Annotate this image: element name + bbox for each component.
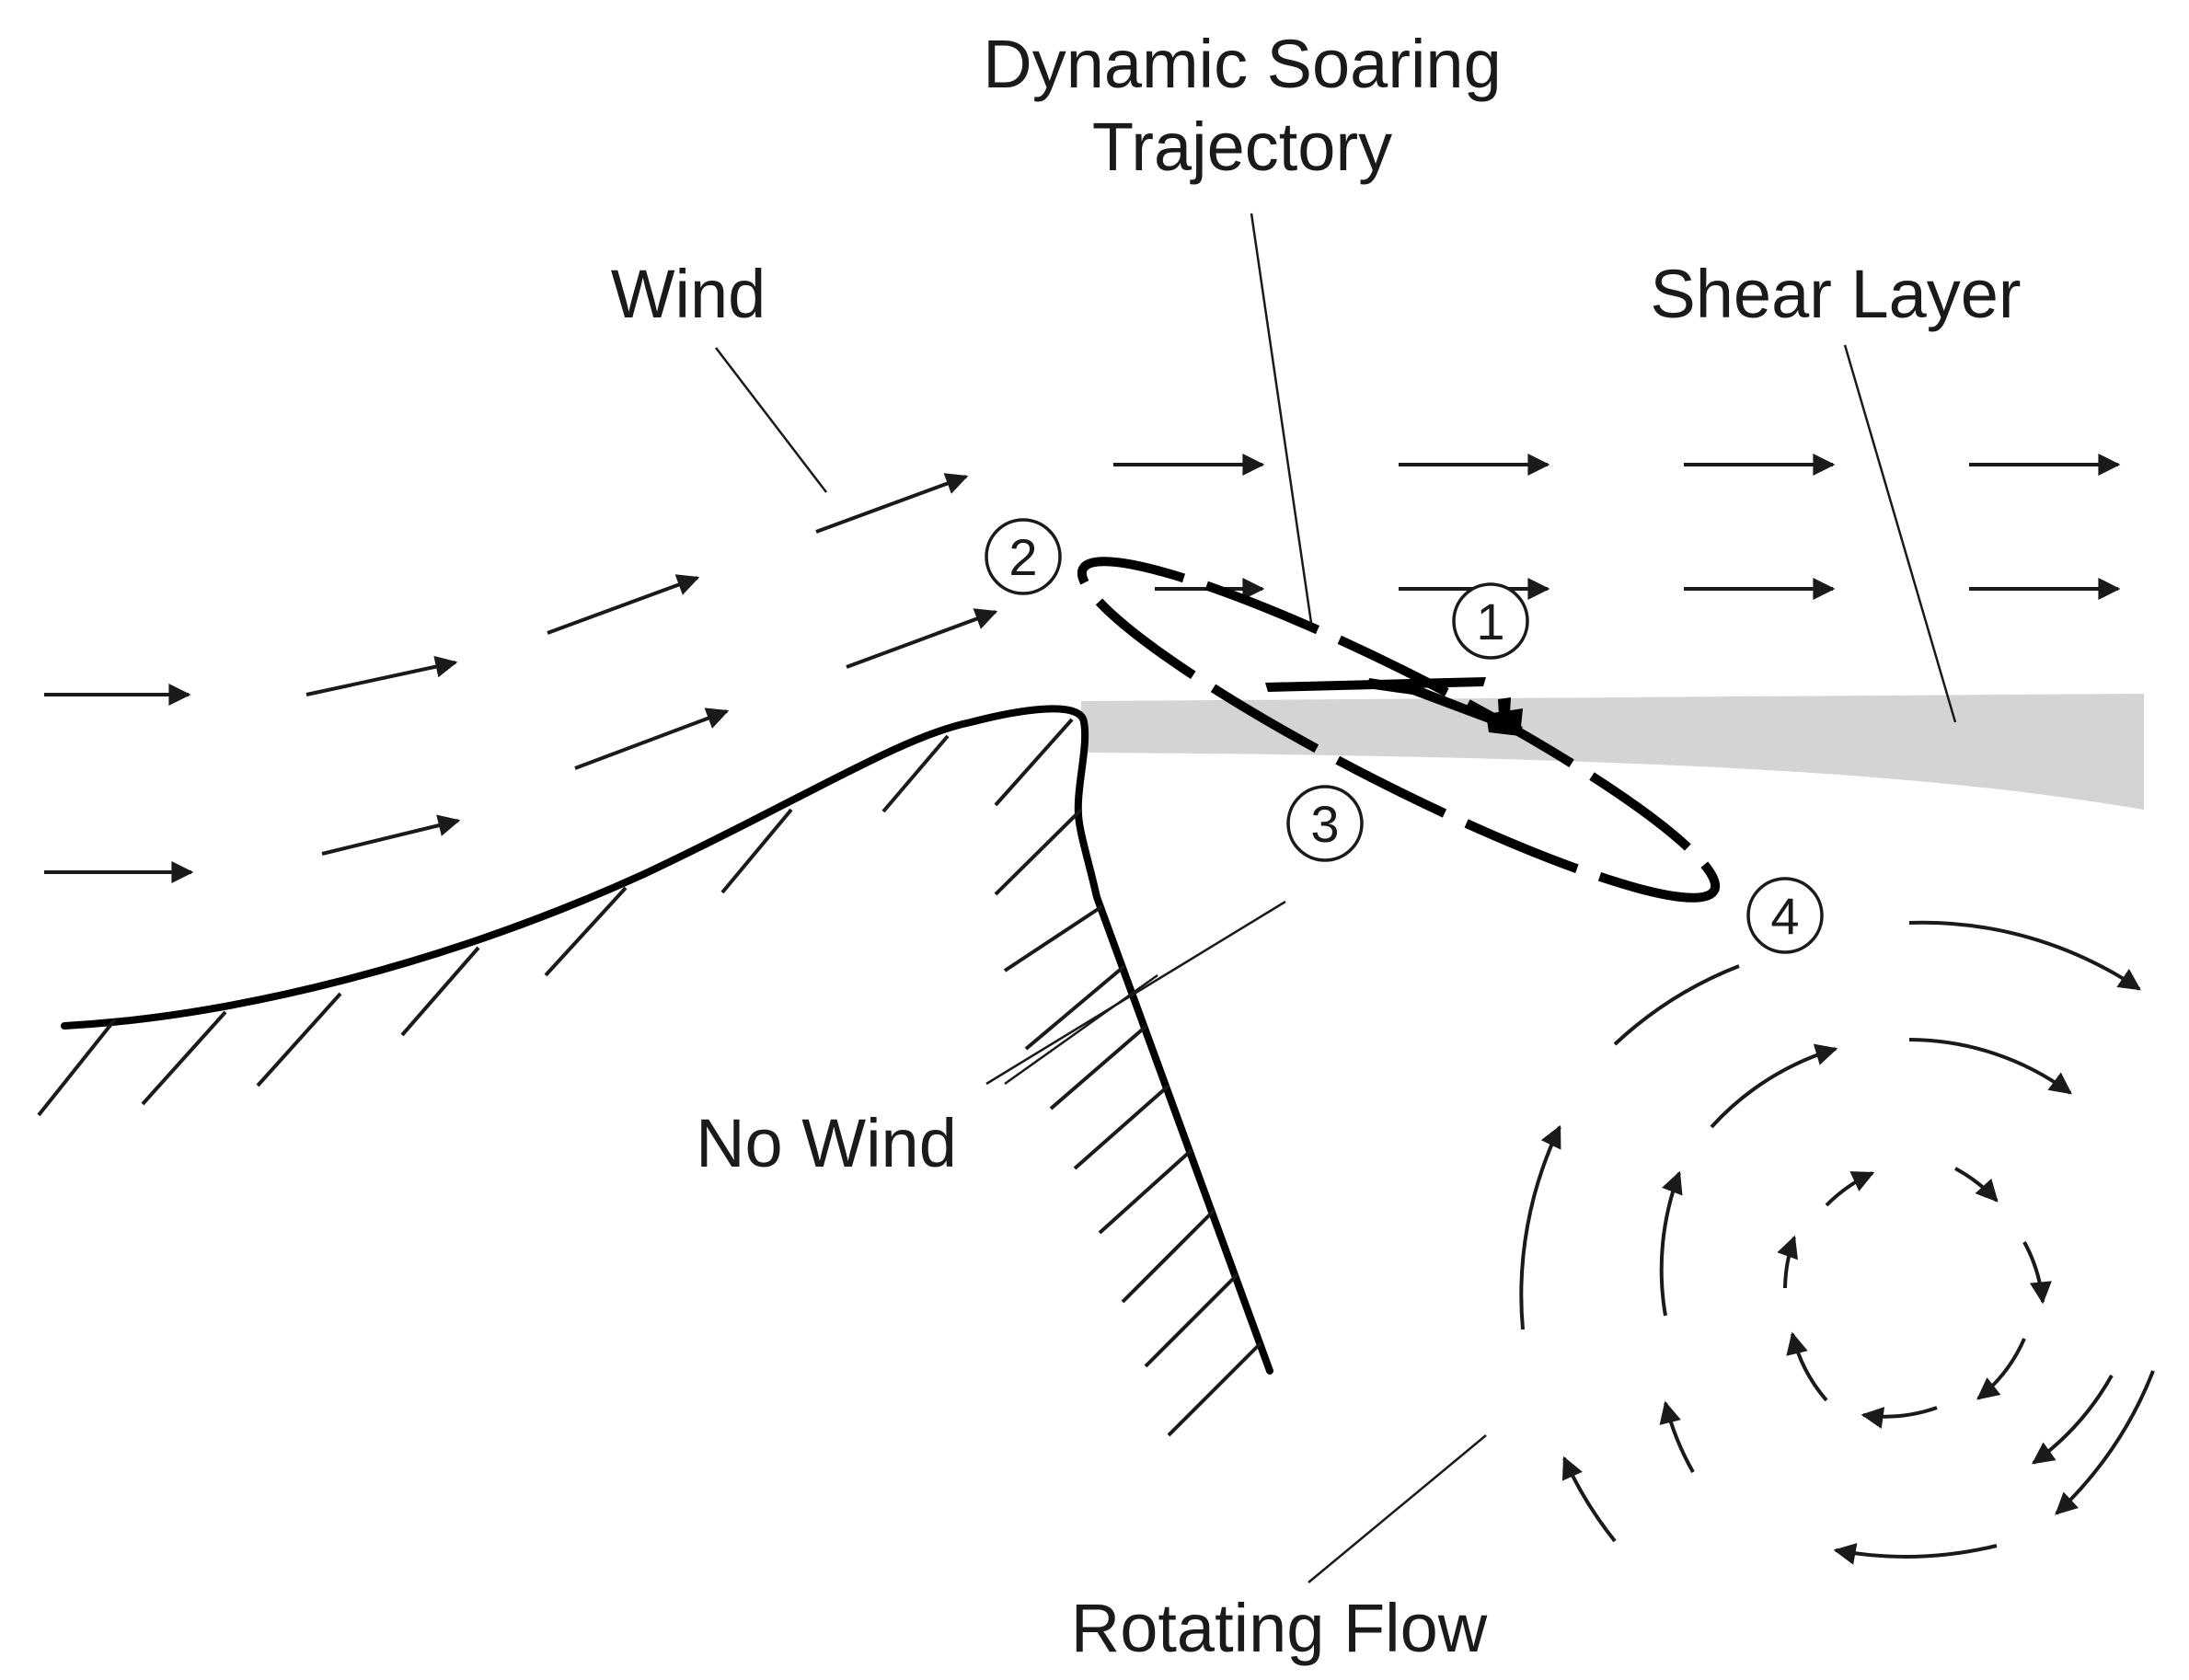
marker-4: 4	[1746, 877, 1824, 954]
wind-leader	[715, 347, 827, 493]
shear-layer-leader	[1843, 344, 1957, 723]
rotating-flow-leader	[1308, 1434, 1487, 1583]
upper-wind-arrows	[1113, 454, 2121, 600]
no-wind-leader-b	[1004, 973, 1158, 1086]
shear-layer-band	[1081, 694, 2144, 810]
rotating-flow-label: Rotating Flow	[1071, 1590, 1488, 1666]
marker-1: 1	[1452, 582, 1529, 660]
no-wind-leader-a	[985, 900, 1286, 1086]
hill-profile	[61, 705, 1273, 1375]
trajectory-label-line2: Trajectory	[1092, 109, 1392, 185]
svg-text:4: 4	[1770, 887, 1799, 945]
marker-3: 3	[1286, 785, 1364, 862]
trajectory-label-line1: Dynamic Soaring	[983, 26, 1501, 102]
wind-label: Wind	[611, 256, 766, 332]
glider-icon	[1265, 677, 1523, 736]
ridge-wind-arrows	[44, 473, 998, 883]
svg-text:1: 1	[1476, 593, 1504, 650]
marker-2: 2	[985, 518, 1062, 595]
rotating-flow-vortex	[1519, 920, 2155, 1565]
svg-text:2: 2	[1008, 528, 1037, 586]
svg-text:3: 3	[1310, 795, 1339, 853]
no-wind-label: No Wind	[696, 1105, 957, 1181]
ground-hatching	[37, 718, 1262, 1437]
shear-layer-label: Shear Layer	[1650, 256, 2021, 332]
trajectory-leader	[1250, 213, 1313, 624]
